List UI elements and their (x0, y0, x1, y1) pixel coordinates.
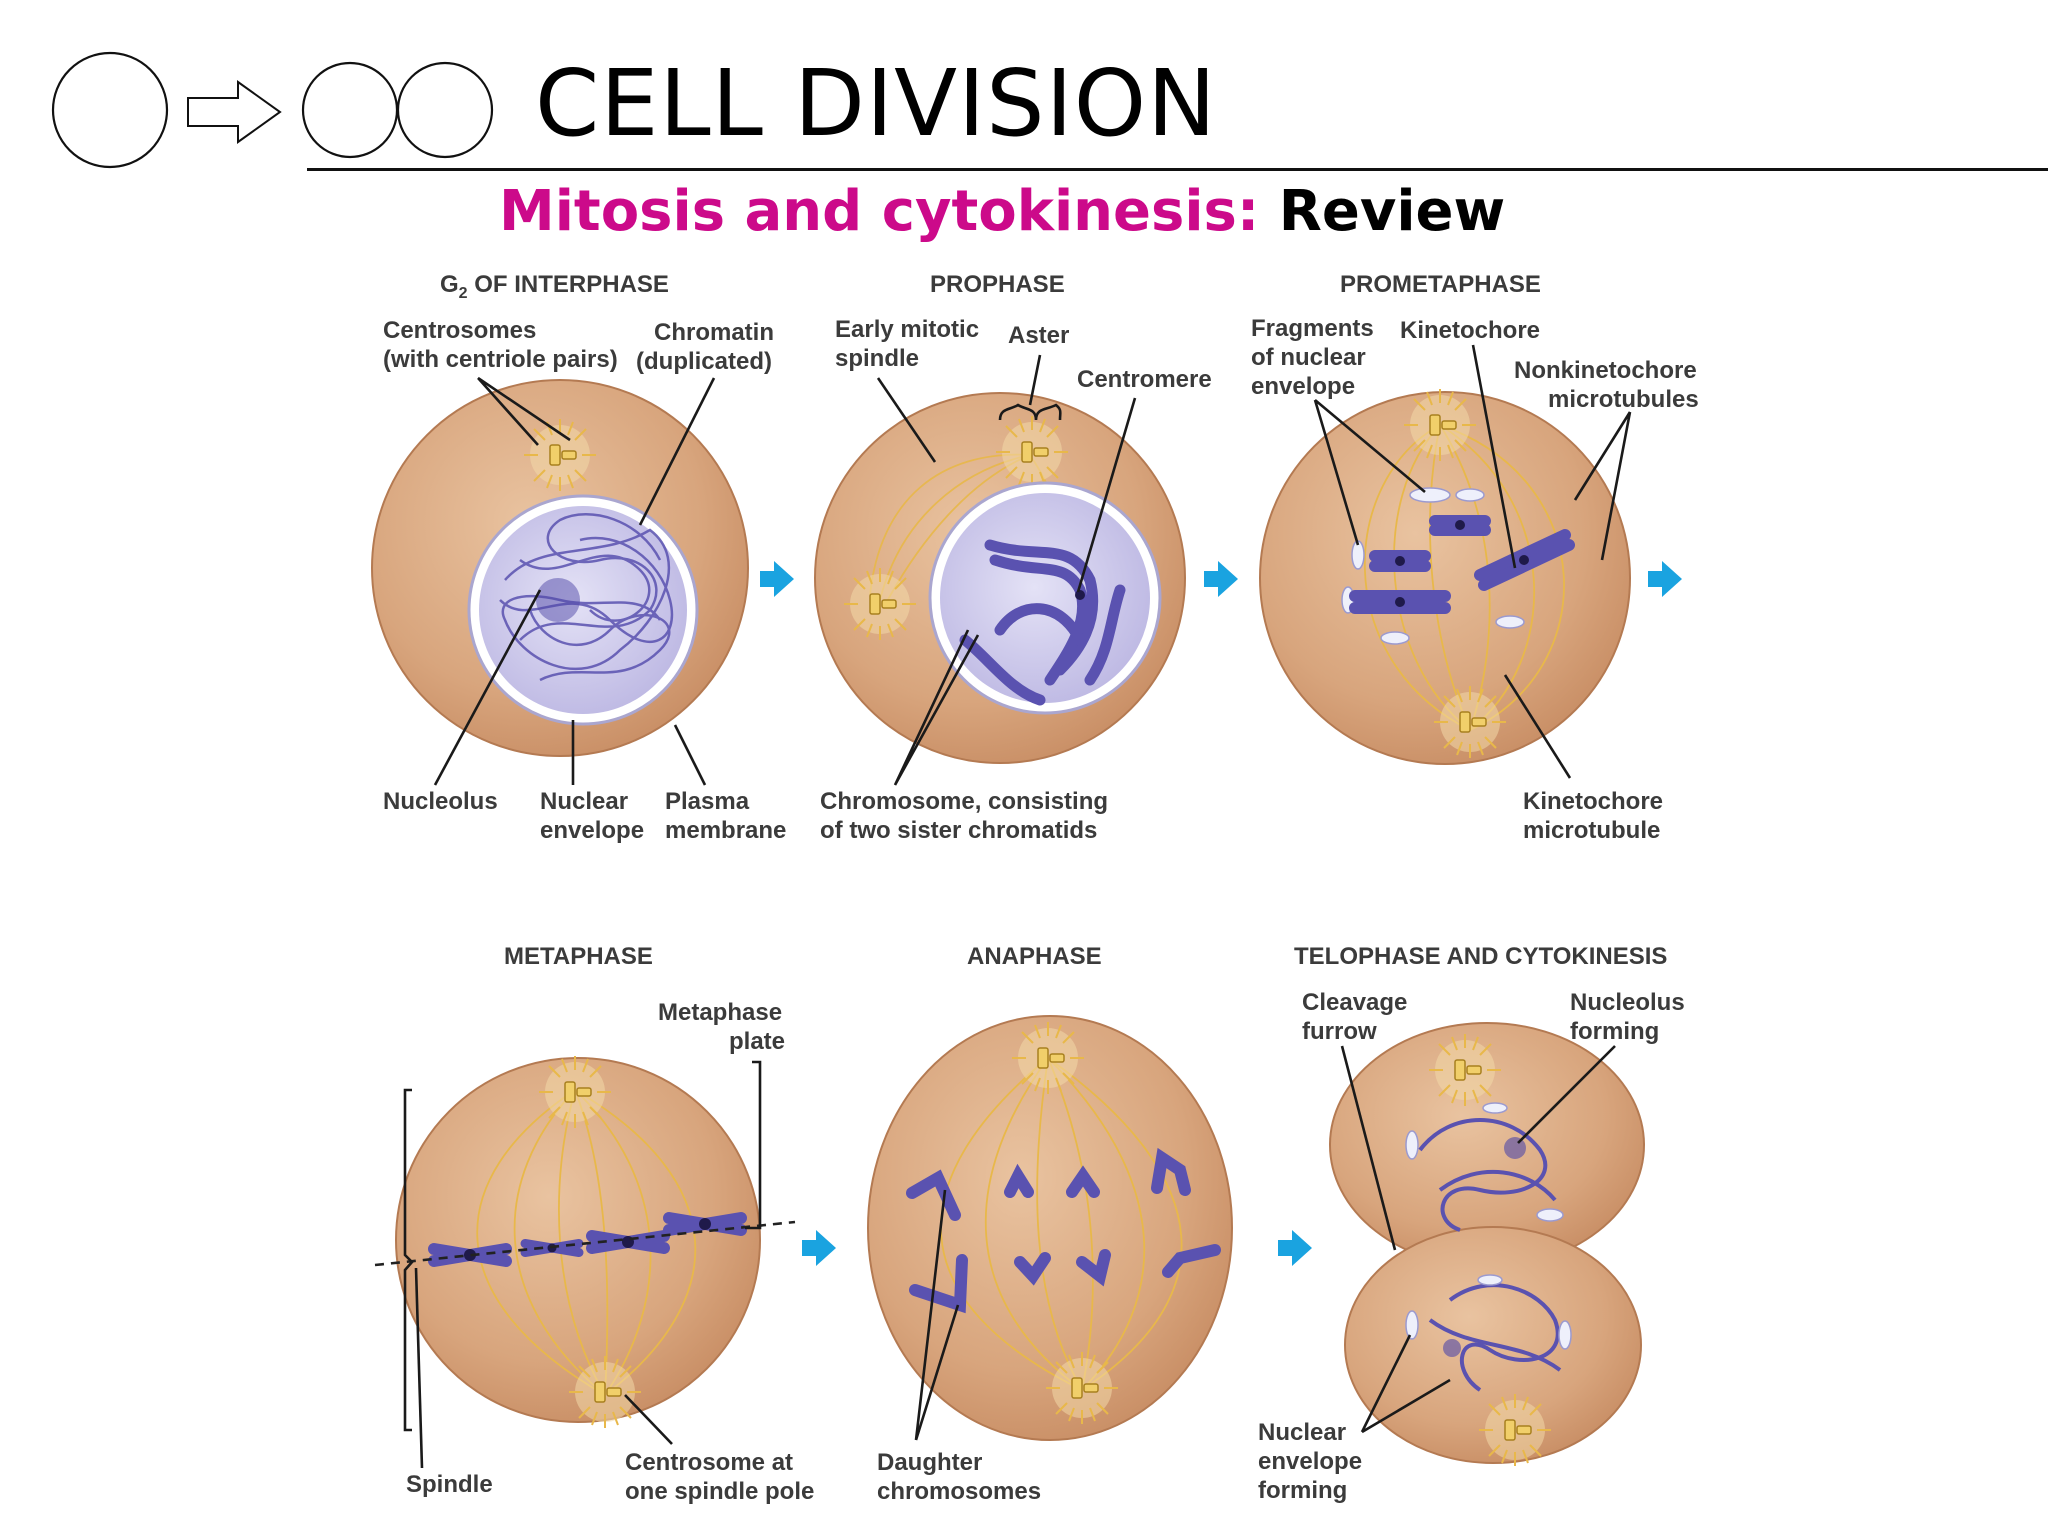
centromere-dot (1075, 590, 1085, 600)
label-nonkinetochore-2: microtubules (1548, 386, 1699, 413)
metaphase-plate-line (374, 1220, 796, 1267)
label-spindle: Spindle (406, 1471, 493, 1498)
label-early-spindle-2: spindle (835, 345, 919, 372)
aster-centrosome-icon-2 (843, 567, 917, 641)
label-nuclear-envelope-forming-3: forming (1258, 1477, 1347, 1504)
label-nuclear-envelope-2: envelope (540, 817, 644, 844)
label-chromosome: Chromosome, consisting (820, 788, 1108, 815)
nuclear-envelope-forming (1405, 1102, 1572, 1350)
kinetochores (1395, 520, 1529, 607)
label-daughter-chromosomes-2: chromosomes (877, 1478, 1041, 1505)
heading-prometaphase: PROMETAPHASE (1340, 271, 1541, 298)
cell-prometaphase (1259, 391, 1631, 765)
label-fragments-2: of nuclear (1251, 344, 1366, 371)
nucleolus-forming-shape-2 (1443, 1339, 1461, 1357)
page-title: CELL DIVISION (535, 50, 1217, 157)
arrow-icon-4 (802, 1230, 836, 1266)
two-cells-icon (301, 61, 494, 159)
centrosome-icon-meta-top (538, 1055, 612, 1129)
heading-metaphase: METAPHASE (504, 943, 653, 970)
label-nonkinetochore: Nonkinetochore (1514, 357, 1697, 384)
label-kinetochore: Kinetochore (1400, 317, 1540, 344)
label-cleavage-furrow: Cleavage (1302, 989, 1407, 1016)
heading-prophase: PROPHASE (930, 271, 1065, 298)
cell-division-logo (51, 51, 494, 169)
heading-anaphase: ANAPHASE (967, 943, 1102, 970)
label-nucleolus: Nucleolus (383, 788, 498, 815)
nucleolus-shape (536, 578, 580, 622)
label-nuclear-envelope: Nuclear (540, 788, 628, 815)
decondensing-chromosomes (1418, 1118, 1562, 1392)
label-plasma-membrane-2: membrane (665, 817, 786, 844)
panel-prophase: PROPHASE Early mitotic spindle Aster Cen… (814, 271, 1238, 844)
arrow-icon (760, 561, 794, 597)
label-centromere: Centromere (1077, 366, 1212, 393)
panel-metaphase: METAPHASE Metaphase plate Spindle Centro… (374, 943, 836, 1505)
nucleus (479, 506, 687, 714)
centrosome-icon-meta-bottom (568, 1355, 642, 1429)
title-divider (307, 168, 2048, 171)
label-nuclear-envelope-forming: Nuclear (1258, 1419, 1346, 1446)
arrow-icon-3 (1648, 561, 1682, 597)
label-metaphase-plate: Metaphase (658, 999, 782, 1026)
panel-anaphase: ANAPHASE Daughter chromosomes (867, 943, 1312, 1505)
page-subtitle: Mitosis and cytokinesis: Review (499, 178, 1505, 245)
daughter-chromosomes (906, 1147, 1221, 1314)
label-fragments-3: envelope (1251, 373, 1355, 400)
centrosome-icon-ana-bottom (1045, 1351, 1119, 1425)
heading-telophase: TELOPHASE AND CYTOKINESIS (1294, 943, 1667, 970)
single-cell-icon (51, 51, 169, 169)
label-nuclear-envelope-forming-2: envelope (1258, 1448, 1362, 1475)
subtitle-colored: Mitosis and cytokinesis: (499, 179, 1260, 244)
spindle-anaphase (940, 1057, 1183, 1391)
aster-centrosome-icon (995, 415, 1069, 489)
centrosome-icon (523, 418, 597, 492)
label-chromatin-detail: (duplicated) (636, 348, 772, 375)
centrosome-icon-pm-top (1403, 388, 1477, 462)
cell-anaphase (867, 1015, 1233, 1441)
label-nucleolus-forming: Nucleolus (1570, 989, 1685, 1016)
arrow-icon-5 (1278, 1230, 1312, 1266)
label-chromosome-2: of two sister chromatids (820, 817, 1097, 844)
panel-prometaphase: PROMETAPHASE Fragments (1251, 271, 1699, 844)
right-arrow-icon (187, 80, 282, 144)
label-metaphase-plate-2: plate (729, 1028, 785, 1055)
label-centrosomes-detail: (with centriole pairs) (383, 346, 618, 373)
metaphase-chromosome (434, 1249, 506, 1261)
heading-g2-interphase: G2 OF INTERPHASE (440, 271, 669, 302)
label-centrosome-pole: Centrosome at (625, 1449, 793, 1476)
centrosome-icon-telo-top (1428, 1033, 1502, 1107)
label-fragments: Fragments (1251, 315, 1374, 342)
panel-g2-interphase: G2 OF INTERPHASE Centrosomes (with centr… (371, 271, 794, 844)
label-cleavage-furrow-2: furrow (1302, 1018, 1377, 1045)
label-centrosomes: Centrosomes (383, 317, 536, 344)
label-chromatin: Chromatin (654, 319, 774, 346)
label-early-spindle: Early mitotic (835, 316, 979, 343)
label-aster: Aster (1008, 322, 1069, 349)
nucleolus-forming-shape (1504, 1137, 1526, 1159)
centrosome-icon-pm-bottom (1433, 685, 1507, 759)
label-daughter-chromosomes: Daughter (877, 1449, 982, 1476)
label-kinetochore-microtubule: Kinetochore (1523, 788, 1663, 815)
panel-telophase: TELOPHASE AND CYTOKINESIS Cleavage furro… (1258, 943, 1685, 1504)
subtitle-plain: Review (1278, 179, 1506, 244)
spindle-prometaphase (1364, 424, 1565, 731)
centrosome-icon-ana-top (1011, 1021, 1085, 1095)
label-nucleolus-forming-2: forming (1570, 1018, 1659, 1045)
arrow-icon-2 (1204, 561, 1238, 597)
centrosome-icon-telo-bottom (1478, 1393, 1552, 1467)
label-plasma-membrane: Plasma (665, 788, 750, 815)
label-centrosome-pole-2: one spindle pole (625, 1478, 814, 1505)
label-kinetochore-microtubule-2: microtubule (1523, 817, 1660, 844)
